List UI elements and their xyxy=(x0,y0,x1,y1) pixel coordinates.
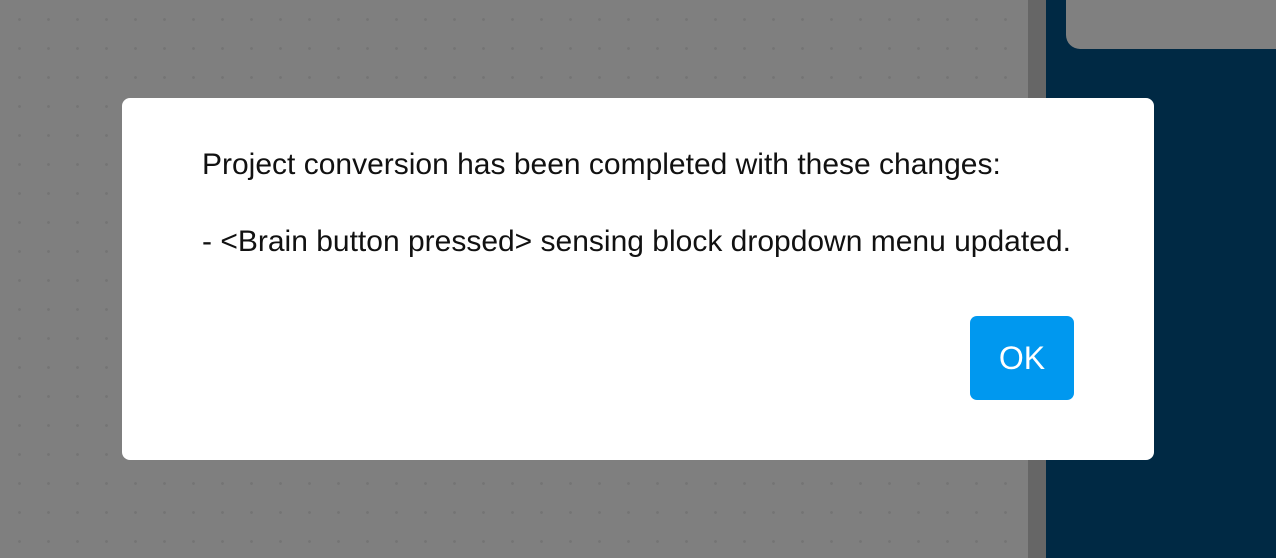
conversion-dialog: Project conversion has been completed wi… xyxy=(122,98,1154,460)
dialog-change-item: - <Brain button pressed> sensing block d… xyxy=(202,225,1071,258)
ok-button[interactable]: OK xyxy=(970,316,1074,400)
side-panel xyxy=(1046,0,1276,558)
device-card xyxy=(1066,0,1276,49)
dialog-message: Project conversion has been completed wi… xyxy=(202,148,1001,181)
